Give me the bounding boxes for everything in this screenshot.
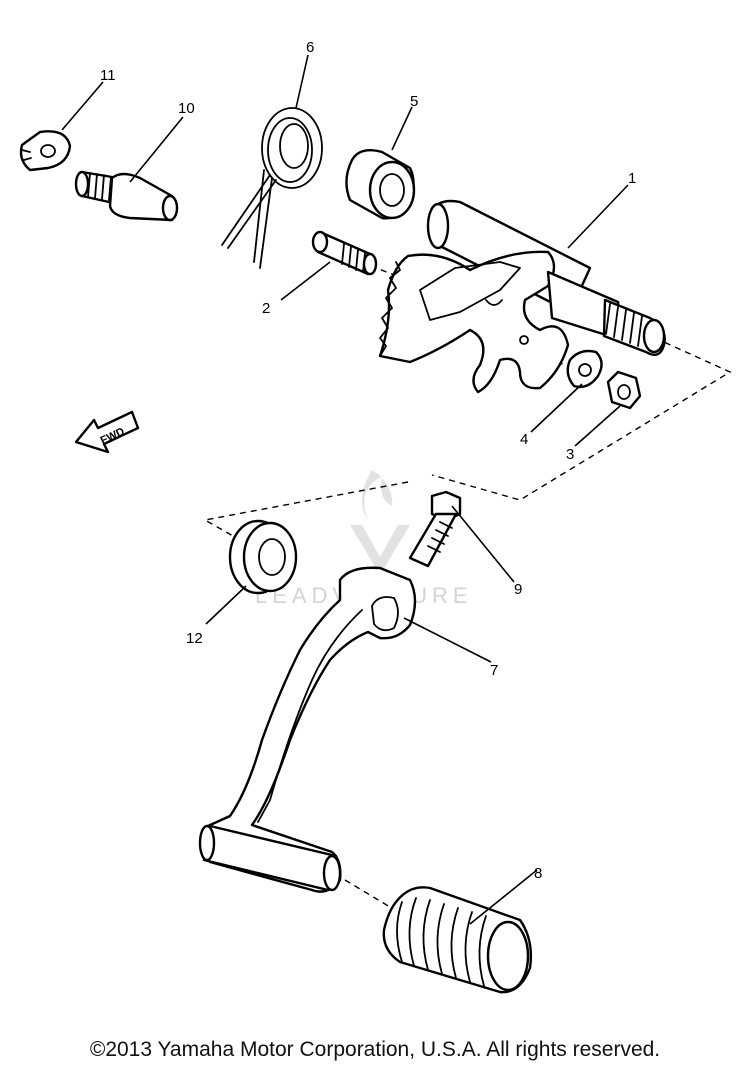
part-2-stopper-pin [311, 230, 378, 276]
callout-12: 12 [186, 630, 203, 647]
callout-5: 5 [410, 93, 418, 110]
part-11-lock-washer [19, 130, 72, 172]
part-4-plate [566, 349, 603, 389]
part-9-clamp-bolt [408, 490, 462, 568]
part-6-torsion-spring [221, 107, 323, 269]
callout-labels: 1 2 3 4 5 6 7 8 9 10 11 12 [100, 39, 636, 882]
callout-9: 9 [514, 581, 522, 598]
part-7-shift-pedal [198, 566, 417, 893]
part-12-oil-seal [228, 519, 298, 595]
callout-11: 11 [100, 67, 116, 84]
callout-8: 8 [534, 865, 542, 882]
callout-3: 3 [566, 446, 574, 463]
leader-lines [61, 54, 629, 925]
part-8-pedal-rubber [382, 886, 533, 994]
part-3-nut [606, 370, 642, 410]
part-10-pivot-bolt [74, 170, 179, 222]
part-1-shift-shaft [378, 199, 666, 394]
callout-6: 6 [306, 39, 314, 56]
callout-7: 7 [490, 662, 498, 679]
part-5-collar [345, 149, 416, 220]
callout-4: 4 [520, 431, 528, 448]
callout-1: 1 [628, 170, 636, 187]
callout-2: 2 [262, 300, 270, 317]
fwd-direction-arrow: FWD [74, 410, 140, 454]
copyright-notice: ©2013 Yamaha Motor Corporation, U.S.A. A… [89, 1038, 661, 1061]
callout-10: 10 [178, 100, 195, 117]
